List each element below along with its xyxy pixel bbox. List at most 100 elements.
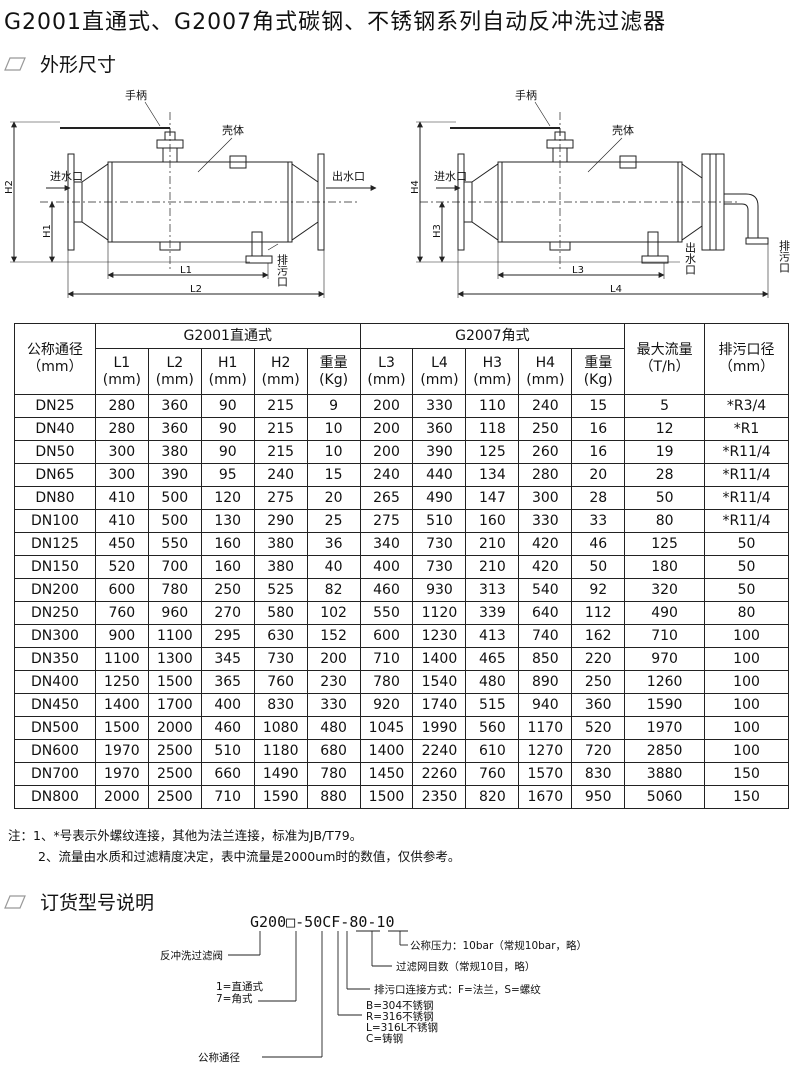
table-cell: 120 [200, 486, 255, 510]
table-cell: 830 [571, 762, 626, 786]
table-cell: 150 [704, 785, 789, 809]
table-cell: 1500 [147, 670, 202, 694]
table-cell: 420 [518, 532, 573, 556]
table-cell: 240 [359, 463, 414, 487]
table-cell: 760 [465, 762, 520, 786]
table-cell: *R11/4 [704, 486, 789, 510]
table-cell: 970 [624, 647, 706, 671]
label-valve: 反冲洗过滤阀 [160, 949, 223, 962]
header-flow: 最大流量（T/h） [624, 323, 706, 395]
table-cell: 260 [518, 440, 573, 464]
table-cell: 250 [200, 578, 255, 602]
angle-filter-labels: 手柄 壳体 进水口 出水口 排污口 H4 H3 L3 L4 [410, 88, 791, 295]
label-handle: 手柄 [125, 88, 147, 102]
label-H4: H4 [410, 180, 421, 194]
notes: 注：1、*号表示外螺纹连接，其他为法兰连接，标准为JB/T79。 2、流量由水质… [8, 825, 460, 867]
label-L1: L1 [180, 265, 192, 276]
table-cell: 100 [704, 624, 789, 648]
table-cell: 390 [147, 463, 202, 487]
table-cell: 360 [571, 693, 626, 717]
table-cell: 480 [306, 716, 361, 740]
table-cell: 1490 [253, 762, 308, 786]
label-H1: H1 [42, 224, 53, 238]
table-cell: 9 [306, 394, 361, 418]
table-cell: 710 [624, 624, 706, 648]
table-cell: 200 [359, 440, 414, 464]
table-cell: 580 [253, 601, 308, 625]
subheader-2: H1(mm) [200, 348, 255, 395]
table-cell: 280 [518, 463, 573, 487]
table-cell: 230 [306, 670, 361, 694]
table-cell: 1670 [518, 785, 573, 809]
table-cell: 480 [465, 670, 520, 694]
table-cell: 520 [571, 716, 626, 740]
table-cell: 500 [147, 509, 202, 533]
table-cell: 275 [253, 486, 308, 510]
table-cell: 780 [306, 762, 361, 786]
table-cell: 1450 [359, 762, 414, 786]
row-label: DN80 [14, 486, 96, 510]
table-cell: 950 [571, 785, 626, 809]
table-cell: 1700 [147, 693, 202, 717]
table-cell: 147 [465, 486, 520, 510]
table-cell: 380 [147, 440, 202, 464]
table-cell: 95 [200, 463, 255, 487]
table-cell: 19 [624, 440, 706, 464]
table-cell: 1590 [624, 693, 706, 717]
table-cell: 610 [465, 739, 520, 763]
table-cell: 1970 [624, 716, 706, 740]
table-cell: 940 [518, 693, 573, 717]
table-cell: 50 [624, 486, 706, 510]
note-2: 2、流量由水质和过滤精度决定，表中流量是2000um时的数值，仅供参考。 [38, 849, 461, 864]
table-cell: 220 [571, 647, 626, 671]
table-cell: 250 [571, 670, 626, 694]
table-cell: 710 [359, 647, 414, 671]
section-title: 订货型号说明 [40, 892, 155, 914]
label-outlet: 出水口 [684, 241, 697, 275]
table-cell: 720 [571, 739, 626, 763]
table-cell: 700 [147, 555, 202, 579]
row-label: DN250 [14, 601, 96, 625]
table-cell: 270 [200, 601, 255, 625]
table-cell: 16 [571, 440, 626, 464]
row-label: DN500 [14, 716, 96, 740]
label-inlet: 进水口 [50, 170, 83, 183]
table-cell: 300 [518, 486, 573, 510]
table-cell: 630 [253, 624, 308, 648]
table-cell: 100 [704, 670, 789, 694]
table-cell: 160 [200, 532, 255, 556]
table-cell: 313 [465, 578, 520, 602]
table-cell: 1080 [253, 716, 308, 740]
row-label: DN125 [14, 532, 96, 556]
table-cell: 880 [306, 785, 361, 809]
table-cell: 330 [518, 509, 573, 533]
row-label: DN150 [14, 555, 96, 579]
table-cell: 1180 [253, 739, 308, 763]
table-cell: 210 [465, 532, 520, 556]
table-cell: 240 [518, 394, 573, 418]
table-cell: 200 [359, 417, 414, 441]
label-pressure: 公称压力：10bar（常规10bar，略） [410, 939, 587, 952]
table-cell: 215 [253, 417, 308, 441]
table-cell: 1260 [624, 670, 706, 694]
table-cell: 215 [253, 440, 308, 464]
table-cell: 1400 [94, 693, 149, 717]
table-cell: 10 [306, 417, 361, 441]
table-cell: 520 [94, 555, 149, 579]
table-cell: 920 [359, 693, 414, 717]
table-cell: 540 [518, 578, 573, 602]
row-label: DN450 [14, 693, 96, 717]
table-cell: 275 [359, 509, 414, 533]
table-cell: 2500 [147, 785, 202, 809]
